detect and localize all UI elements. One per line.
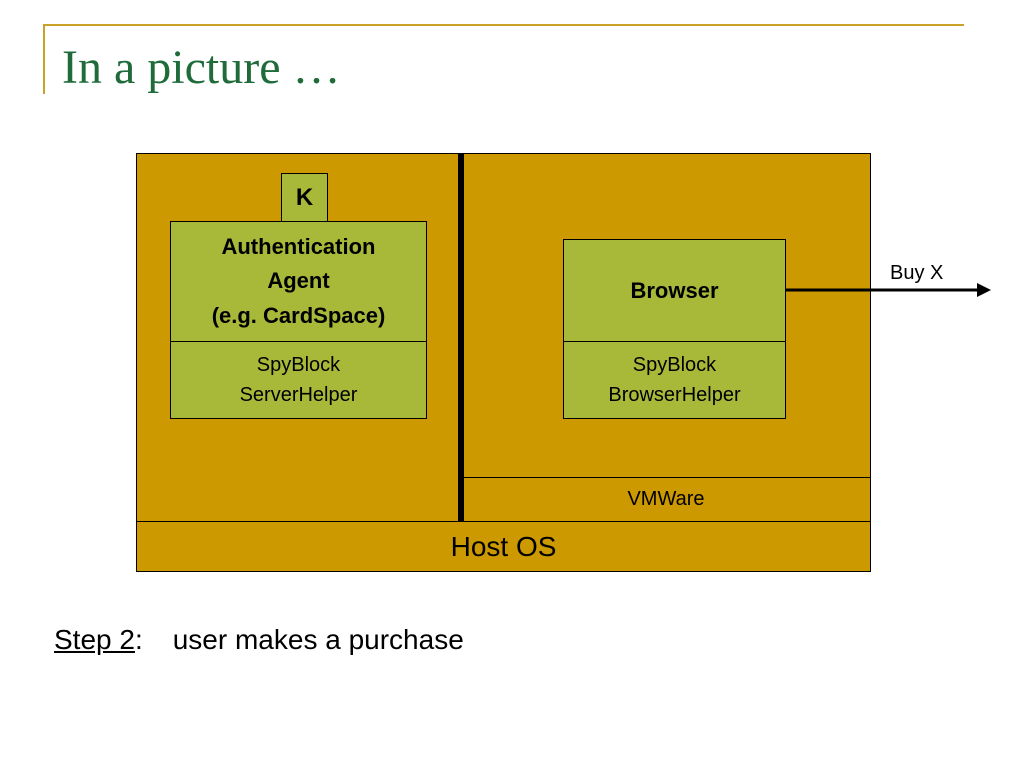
authentication-agent-box: Authentication Agent (e.g. CardSpace) — [170, 221, 427, 342]
browser-box: Browser — [563, 239, 786, 342]
spyblock-serverhelper-box: SpyBlock ServerHelper — [170, 341, 427, 419]
buy-arrow-head — [977, 283, 991, 297]
slide-title: In a picture … — [62, 41, 341, 94]
step-separator: : — [134, 624, 143, 655]
step-label: Step 2 — [54, 624, 135, 655]
step-description: user makes a purchase — [172, 624, 464, 655]
vmware-layer: VMWare — [461, 477, 871, 522]
top-frame-line — [43, 24, 964, 26]
buy-arrow-label: Buy X — [890, 262, 944, 284]
key-box: K — [281, 173, 328, 222]
spyblock-browserhelper-box: SpyBlock BrowserHelper — [563, 341, 786, 419]
step-caption: Step 2: user makes a purchase — [54, 624, 464, 656]
buy-arrow — [785, 283, 991, 297]
left-frame-line — [43, 24, 45, 94]
vm-partition-divider — [458, 153, 464, 521]
host-os-layer: Host OS — [136, 521, 871, 572]
